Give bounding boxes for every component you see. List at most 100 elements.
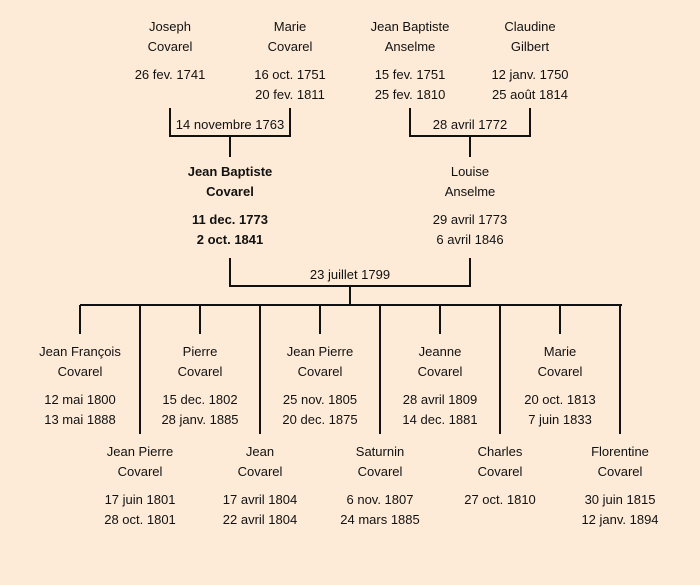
marriage-bracket-left (409, 108, 411, 137)
marriage-bracket-right (529, 108, 531, 137)
first-name: Saturnin (355, 444, 405, 459)
last-name: Covarel (597, 464, 643, 479)
marriage-bracket-right (469, 258, 471, 287)
first-name: Pierre (182, 344, 218, 359)
children-rail (80, 304, 622, 306)
death-date: 14 dec. 1881 (402, 412, 478, 427)
child-connector (379, 305, 381, 434)
descent-line (349, 286, 351, 306)
birth-date: 25 nov. 1805 (282, 392, 358, 407)
first-name: Jeanne (418, 344, 462, 359)
birth-date: 15 fev. 1751 (374, 67, 446, 82)
birth-date: 17 juin 1801 (104, 492, 176, 507)
last-name: Covarel (357, 464, 403, 479)
last-name: Covarel (117, 464, 163, 479)
birth-date: 11 dec. 1773 (192, 212, 268, 227)
first-name: Jean (245, 444, 275, 459)
birth-date: 28 avril 1809 (402, 392, 478, 407)
last-name: Covarel (477, 464, 523, 479)
death-date: 20 dec. 1875 (282, 412, 358, 427)
child-connector (619, 305, 621, 434)
death-date: 13 mai 1888 (44, 412, 116, 427)
death-date: 20 fev. 1811 (255, 87, 325, 102)
first-name: Charles (477, 444, 523, 459)
child-connector (319, 305, 321, 334)
first-name: Jean Pierre (106, 444, 174, 459)
death-date: 2 oct. 1841 (196, 232, 264, 247)
last-name: Covarel (206, 184, 254, 199)
last-name: Gilbert (510, 39, 550, 54)
birth-date: 29 avril 1773 (432, 212, 508, 227)
death-date: 6 avril 1846 (436, 232, 504, 247)
birth-date: 27 oct. 1810 (464, 492, 536, 507)
death-date: 28 oct. 1801 (104, 512, 176, 527)
death-date: 25 août 1814 (492, 87, 568, 102)
child-connector (559, 305, 561, 334)
descent-line (469, 136, 471, 157)
birth-date: 26 fev. 1741 (134, 67, 206, 82)
last-name: Anselme (444, 184, 496, 199)
first-name: Jean Baptiste (370, 19, 450, 34)
birth-date: 30 juin 1815 (584, 492, 656, 507)
first-name: Joseph (149, 19, 191, 34)
birth-date: 6 nov. 1807 (346, 492, 414, 507)
last-name: Covarel (297, 364, 343, 379)
first-name: Claudine (504, 19, 556, 34)
death-date: 12 janv. 1894 (581, 512, 659, 527)
child-connector (499, 305, 501, 434)
birth-date: 12 janv. 1750 (491, 67, 569, 82)
first-name: Jean Pierre (286, 344, 354, 359)
death-date: 7 juin 1833 (528, 412, 592, 427)
first-name: Jean Baptiste (187, 164, 273, 179)
marriage-date: 28 avril 1772 (432, 117, 508, 132)
first-name: Jean François (39, 344, 121, 359)
child-connector (79, 305, 81, 334)
last-name: Covarel (417, 364, 463, 379)
first-name: Marie (273, 19, 307, 34)
marriage-date: 14 novembre 1763 (175, 117, 285, 132)
child-connector (199, 305, 201, 334)
death-date: 24 mars 1885 (340, 512, 420, 527)
death-date: 28 janv. 1885 (161, 412, 239, 427)
first-name: Marie (543, 344, 577, 359)
birth-date: 20 oct. 1813 (524, 392, 596, 407)
last-name: Covarel (237, 464, 283, 479)
descent-line (229, 136, 231, 157)
birth-date: 17 avril 1804 (222, 492, 298, 507)
child-connector (139, 305, 141, 434)
death-date: 22 avril 1804 (222, 512, 298, 527)
last-name: Covarel (177, 364, 223, 379)
marriage-bracket-left (229, 258, 231, 287)
marriage-bracket-left (169, 108, 171, 137)
marriage-date: 23 juillet 1799 (309, 267, 391, 282)
child-connector (259, 305, 261, 434)
birth-date: 15 dec. 1802 (162, 392, 238, 407)
child-connector (439, 305, 441, 334)
first-name: Florentine (591, 444, 649, 459)
last-name: Covarel (57, 364, 103, 379)
last-name: Anselme (384, 39, 436, 54)
birth-date: 16 oct. 1751 (254, 67, 326, 82)
birth-date: 12 mai 1800 (44, 392, 116, 407)
marriage-bracket-right (289, 108, 291, 137)
first-name: Louise (450, 164, 490, 179)
last-name: Covarel (147, 39, 193, 54)
death-date: 25 fev. 1810 (374, 87, 446, 102)
last-name: Covarel (537, 364, 583, 379)
